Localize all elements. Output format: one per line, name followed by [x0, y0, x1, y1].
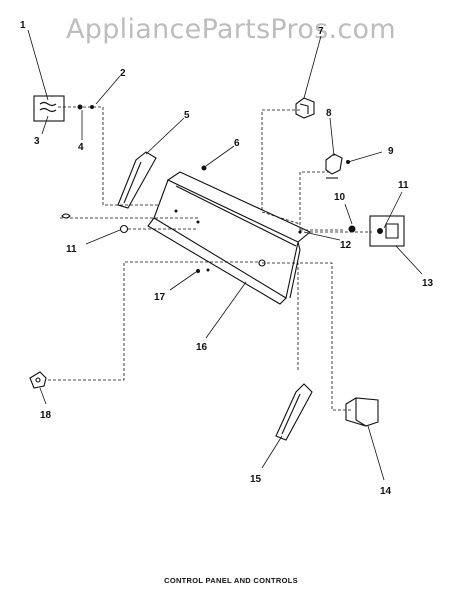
callout-11-left: 11 [66, 244, 77, 255]
left-clip [61, 213, 71, 219]
part-13-bracket [369, 215, 405, 247]
part-6-screw [201, 165, 207, 171]
part-14-timer [345, 397, 379, 427]
part-15-side-trim [275, 383, 313, 441]
callout-2: 2 [120, 68, 126, 79]
part-11-washer-left [119, 224, 129, 234]
part-8-switch [325, 153, 343, 179]
callout-7: 7 [318, 26, 324, 37]
callout-11-right: 11 [398, 180, 409, 191]
callout-14: 14 [380, 486, 392, 497]
callout-4: 4 [78, 142, 84, 153]
callout-15: 15 [250, 474, 262, 485]
callout-10: 10 [334, 192, 346, 203]
callout-3: 3 [34, 136, 40, 147]
callout-13: 13 [422, 278, 434, 289]
part-7-switch [295, 97, 315, 119]
callout-5: 5 [184, 110, 190, 121]
callout-16: 16 [196, 342, 208, 353]
part-17-fastener [196, 269, 200, 273]
part-10-knob [348, 225, 356, 233]
part-16-control-panel [147, 171, 312, 305]
callout-9: 9 [388, 146, 394, 157]
part-3-bracket [33, 95, 65, 122]
callout-12: 12 [340, 240, 352, 251]
callout-17: 17 [154, 292, 166, 303]
callout-18: 18 [40, 410, 52, 421]
callout-6: 6 [234, 138, 240, 149]
callout-8: 8 [326, 108, 332, 119]
part-12-screw [298, 230, 302, 234]
part-5-side-trim [117, 151, 157, 209]
part-18-knob [29, 371, 47, 389]
watermark-logo: AppliancePartsPros.com [66, 14, 396, 45]
callout-1: 1 [20, 20, 26, 31]
diagram-caption: CONTROL PANEL AND CONTROLS [164, 576, 298, 585]
